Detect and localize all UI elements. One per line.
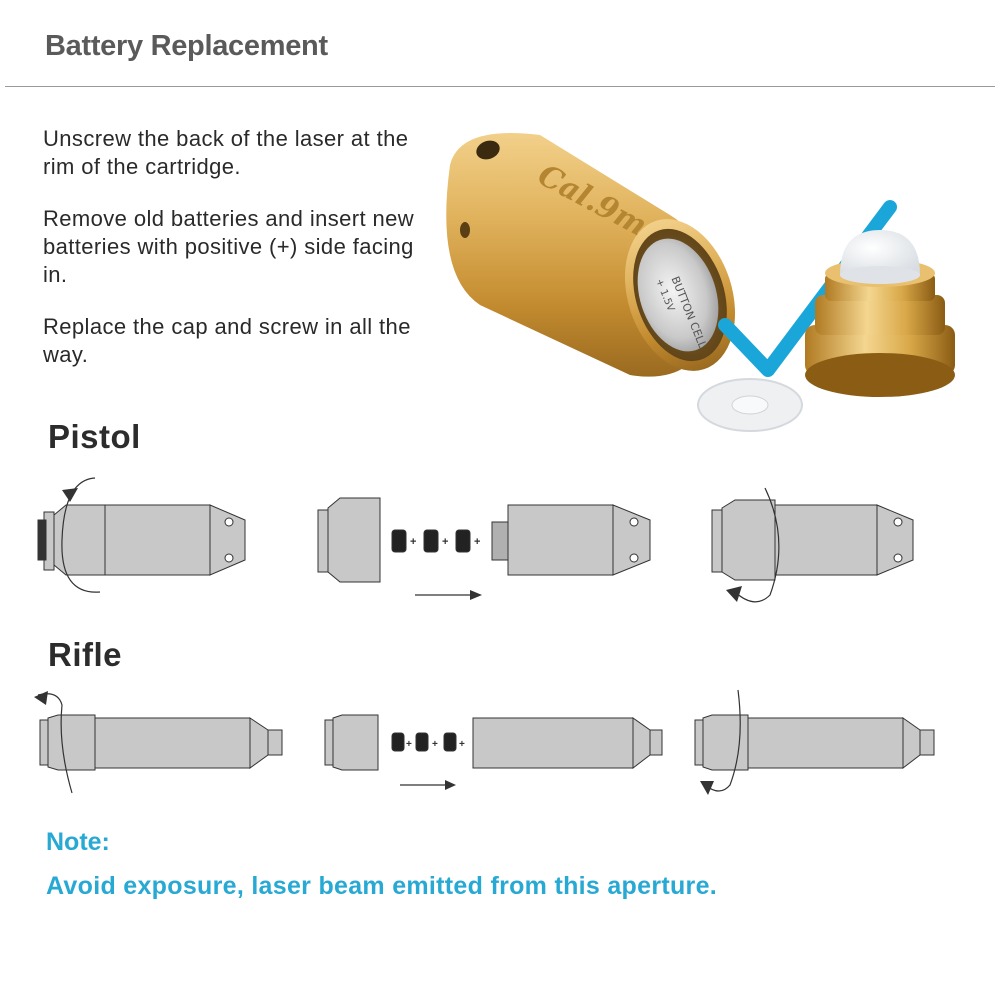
battery-cap — [805, 230, 955, 397]
instruction-step-3: Replace the cap and screw in all the way… — [43, 314, 411, 367]
pistol-step-1 — [37, 504, 246, 576]
battery-stack — [391, 529, 471, 553]
rifle-diagram: + + + — [34, 689, 935, 795]
pistol-step-2 — [317, 497, 651, 583]
rotate-arrow-icon — [734, 487, 780, 603]
pistol-step-3 — [711, 499, 914, 581]
section-heading-pistol: Pistol — [48, 418, 141, 455]
cartridge-open-end: BUTTON CELL + 1.5V — [624, 219, 736, 371]
header-divider — [5, 86, 995, 87]
plus-sign: + — [410, 536, 416, 548]
rifle-step-3 — [694, 714, 935, 771]
plus-sign: + — [459, 739, 465, 750]
section-heading-rifle: Rifle — [48, 636, 123, 673]
instruction-step-1: Unscrew the back of the laser at the rim… — [43, 126, 409, 179]
insert-arrow-icon — [400, 780, 456, 790]
rotate-arrow-icon — [37, 693, 73, 794]
header-title: Battery Replacement — [45, 30, 328, 62]
note-label: Note: — [46, 828, 110, 856]
battery-stack — [391, 732, 457, 752]
plus-sign: + — [406, 739, 412, 750]
insert-arrow-icon — [415, 590, 482, 600]
plus-sign: + — [432, 739, 438, 750]
rotate-arrow-icon — [61, 477, 101, 593]
plus-sign: + — [474, 536, 480, 548]
pistol-diagram: + + + — [37, 477, 914, 603]
rotate-arrow-icon — [704, 689, 741, 792]
instructions-block: Unscrew the back of the laser at the rim… — [43, 125, 433, 393]
rifle-step-1 — [39, 714, 283, 771]
product-photo: Cal.9mm BUTTON CELL + 1.5V — [446, 133, 955, 432]
note-text: Avoid exposure, laser beam emitted from … — [46, 872, 718, 900]
instruction-step-2: Remove old batteries and insert new batt… — [43, 206, 415, 287]
rifle-step-2 — [324, 714, 663, 771]
plus-sign: + — [442, 536, 448, 548]
